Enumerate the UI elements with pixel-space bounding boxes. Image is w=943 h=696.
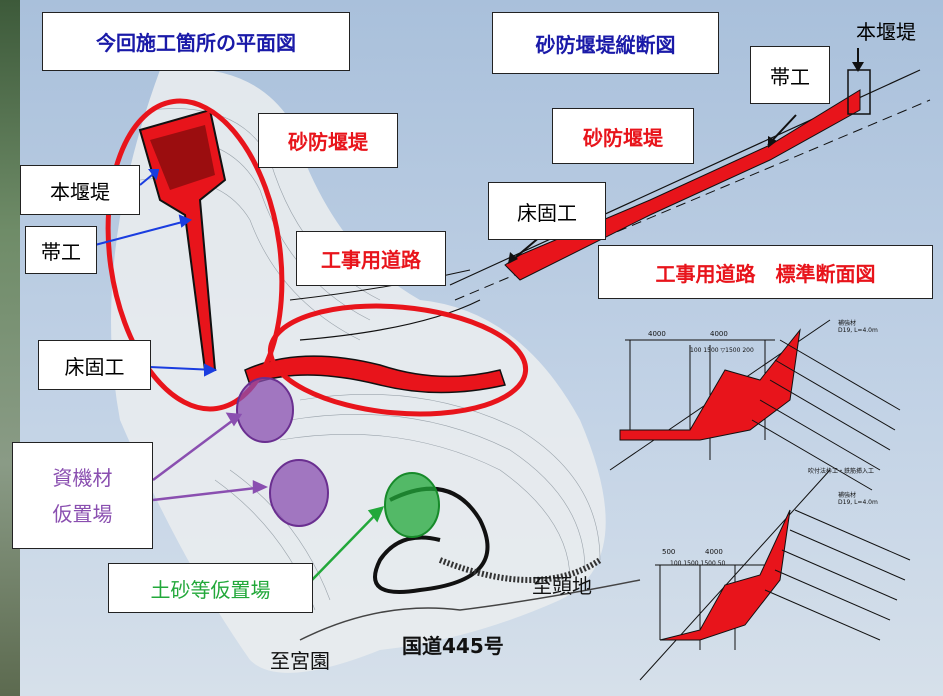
to-miyazono-label: 至宮園 bbox=[270, 649, 330, 673]
section-top-sub: 100 1500 ▽1500 200 bbox=[690, 347, 754, 354]
soil-yard-circle bbox=[384, 472, 440, 538]
section-bottom-sub: 100 1500 1500 50 bbox=[670, 560, 726, 567]
sill-long-label: 床固工 bbox=[488, 182, 606, 240]
plan-road bbox=[244, 355, 506, 394]
anchor-top-note: 補強材 D19, L=4.0m bbox=[838, 320, 878, 334]
mid-note: 吹付法枠工・鉄筋挿入工 bbox=[808, 468, 875, 475]
road-plan-label: 工事用道路 bbox=[296, 231, 446, 286]
dam-highlight-ellipse bbox=[105, 98, 285, 412]
section-top-fill bbox=[619, 328, 801, 441]
longitudinal-title: 砂防堰堤縦断図 bbox=[492, 12, 719, 74]
route-label: 国道445号 bbox=[402, 634, 504, 658]
plan-view-title: 今回施工箇所の平面図 bbox=[42, 12, 350, 71]
materials-yard-circle-1 bbox=[236, 377, 294, 443]
section-bottom-fill bbox=[659, 509, 791, 641]
sabo-long-label: 砂防堰堤 bbox=[552, 108, 694, 164]
apron-plan-label: 帯工 bbox=[25, 226, 97, 274]
plan-switchback-road bbox=[373, 486, 490, 594]
green-arrow bbox=[311, 506, 385, 581]
materials-yard-circle-2 bbox=[269, 459, 329, 527]
main-dam-long-label: 本堰堤 bbox=[856, 19, 916, 44]
section-bottom bbox=[639, 469, 831, 681]
section-bottom-right-width: 4000 bbox=[705, 548, 723, 556]
section-top-left-width: 4000 bbox=[648, 330, 666, 338]
sabo-plan-label: 砂防堰堤 bbox=[258, 113, 398, 168]
road-highlight-ellipse bbox=[267, 303, 529, 417]
road-section-title: 工事用道路 標準断面図 bbox=[598, 245, 933, 299]
plan-blue-arrows bbox=[94, 169, 218, 377]
soil-yard-label: 土砂等仮置場 bbox=[108, 563, 313, 613]
purple-arrows bbox=[152, 412, 269, 502]
to-toji-label: 至頭地 bbox=[532, 574, 592, 598]
main-dam-plan-label: 本堰堤 bbox=[20, 165, 140, 215]
apron-long-label: 帯工 bbox=[750, 46, 830, 104]
sill-plan-label: 床固工 bbox=[38, 340, 151, 390]
materials-yard-label: 資機材 仮置場 bbox=[12, 442, 153, 549]
section-bottom-left-width: 500 bbox=[662, 548, 676, 556]
section-top-anchors bbox=[751, 339, 901, 491]
section-top-right-width: 4000 bbox=[710, 330, 728, 338]
section-bottom-anchors bbox=[764, 509, 911, 641]
anchor-bottom-note: 補強材 D19, L=4.0m bbox=[838, 492, 878, 506]
